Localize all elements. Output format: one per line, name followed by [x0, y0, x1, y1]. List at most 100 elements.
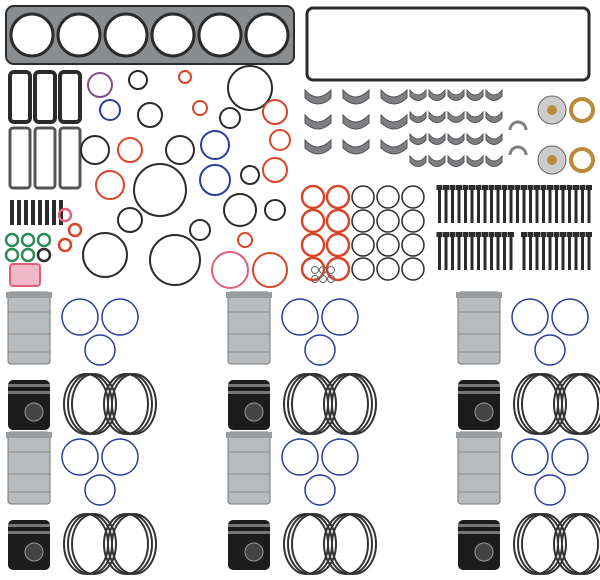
- liner-seal-ring: [511, 438, 549, 476]
- thermostat-seal: [569, 147, 595, 173]
- head-bolt: [529, 232, 532, 270]
- head-bolt: [483, 185, 487, 223]
- wrist-pin: [244, 402, 264, 422]
- thermostat-valve: [547, 155, 557, 165]
- seal-ring: [80, 135, 110, 165]
- o-ring: [376, 233, 400, 257]
- o-ring: [300, 184, 326, 210]
- head-bolt-head: [560, 232, 566, 237]
- piston-ring: [283, 513, 329, 575]
- liner-seal-ring: [534, 474, 566, 506]
- piston-ring: [107, 373, 153, 435]
- piston-ring: [67, 513, 113, 575]
- exhaust-gasket: [58, 126, 82, 190]
- piston-ring: [111, 373, 157, 435]
- seal-ring: [269, 129, 291, 151]
- o-ring: [351, 185, 375, 209]
- seal-ring: [95, 170, 125, 200]
- piston-ring: [517, 373, 563, 435]
- liner-seal-ring: [101, 438, 139, 476]
- seal-ring: [240, 165, 260, 185]
- cylinder-liner: [7, 291, 51, 365]
- head-bolt: [477, 232, 480, 270]
- head-bolt-head: [514, 185, 521, 190]
- main-bearing: [447, 154, 465, 167]
- head-bolt-head: [534, 185, 540, 190]
- liner-seal-ring: [281, 298, 319, 336]
- liner-seal-ring: [304, 474, 336, 506]
- main-bearing: [428, 154, 446, 167]
- manifold-gasket: [8, 70, 32, 124]
- wrist-pin: [24, 402, 44, 422]
- head-gasket-bore: [150, 12, 196, 58]
- piston-ring: [71, 373, 117, 435]
- piston-ring-groove: [458, 384, 500, 387]
- rod-bearing: [342, 113, 370, 130]
- head-bolt: [542, 185, 545, 223]
- cylinder-liner: [7, 431, 51, 505]
- small-bolt: [24, 200, 28, 225]
- head-bolt: [451, 232, 454, 270]
- seal-ring: [117, 137, 143, 163]
- thermostat: [537, 95, 595, 125]
- cylinder-liner: [457, 291, 501, 365]
- head-bolt-head: [456, 232, 462, 237]
- piston-ring-groove: [228, 391, 270, 394]
- piston-ring: [561, 373, 600, 435]
- head-bolt-head: [586, 185, 592, 190]
- head-bolt: [529, 185, 532, 223]
- thrust-washer: [508, 120, 528, 131]
- cylinder-kit: [226, 431, 377, 575]
- o-ring: [325, 208, 351, 234]
- head-bolt: [444, 185, 448, 223]
- piston-ring: [513, 513, 559, 575]
- head-bolt-head: [579, 185, 586, 190]
- head-bolt: [438, 232, 441, 270]
- head-gasket-bore: [197, 12, 243, 58]
- head-bolt: [496, 232, 500, 270]
- o-ring: [351, 233, 375, 257]
- o-ring: [300, 256, 326, 282]
- head-bolt: [477, 185, 480, 223]
- head-bolt-head: [475, 185, 482, 190]
- head-bolt-head: [547, 185, 553, 190]
- main-bearing: [409, 110, 427, 123]
- seal-ring: [149, 234, 201, 286]
- piston-ring-groove: [458, 531, 500, 534]
- piston-ring: [63, 513, 109, 575]
- seal-ring: [137, 102, 163, 128]
- piston-ring: [63, 373, 109, 435]
- piston-ring: [287, 513, 333, 575]
- head-bolt: [555, 232, 558, 270]
- exhaust-gasket: [8, 126, 32, 190]
- head-bolt: [503, 185, 506, 223]
- head-bolt: [535, 232, 539, 270]
- washer: [311, 275, 319, 283]
- seal-ring: [99, 99, 121, 121]
- head-bolt: [444, 232, 448, 270]
- main-bearing: [466, 110, 484, 123]
- head-bolt: [568, 185, 571, 223]
- piston-ring-groove: [8, 524, 50, 527]
- piston-ring: [557, 373, 600, 435]
- seal-ring: [133, 163, 187, 217]
- seal-ring: [262, 157, 288, 183]
- head-bolt-head: [462, 232, 469, 237]
- manifold-gasket: [33, 70, 57, 124]
- head-bolt-head: [547, 232, 553, 237]
- small-bolt: [52, 200, 56, 225]
- liner-seal-ring: [84, 334, 116, 366]
- head-bolts: [436, 185, 592, 270]
- head-bolt: [516, 185, 519, 223]
- rod-bearing: [342, 138, 370, 155]
- o-ring: [401, 233, 425, 257]
- head-bolt: [581, 232, 584, 270]
- head-bolt-head: [436, 185, 443, 190]
- liner-seal-ring: [551, 438, 589, 476]
- head-bolt-head: [521, 232, 527, 237]
- thermostat-seal: [569, 97, 595, 123]
- seal-ring: [199, 164, 231, 196]
- o-ring: [401, 185, 425, 209]
- head-bolt: [535, 185, 539, 223]
- liner-flange: [226, 432, 272, 438]
